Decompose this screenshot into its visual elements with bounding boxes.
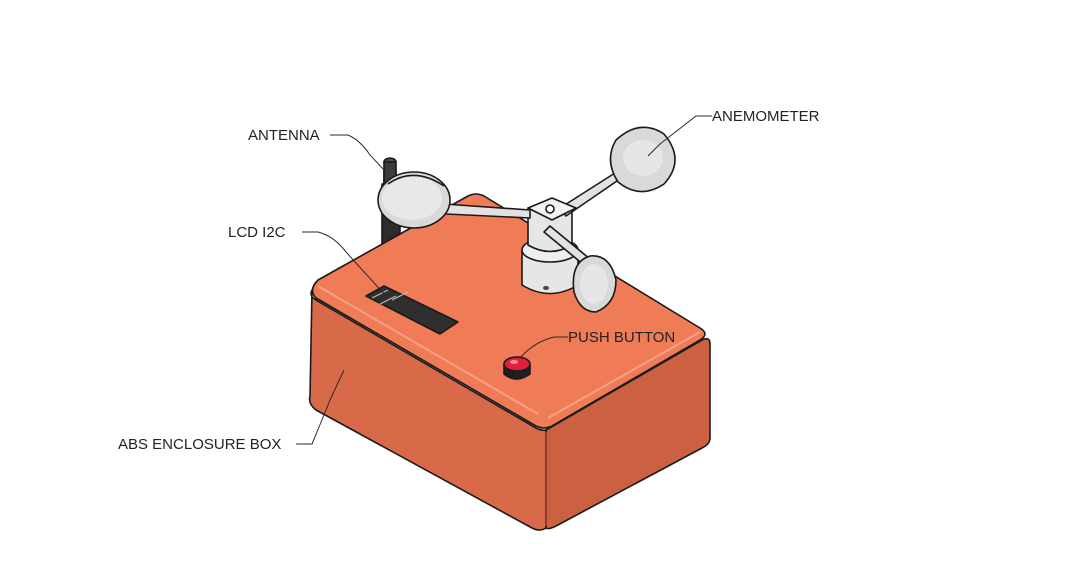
anemometer-label: ANEMOMETER — [712, 108, 820, 125]
abs-enclosure-box — [308, 193, 711, 531]
enclosure-label: ABS ENCLOSURE BOX — [118, 436, 281, 453]
cup-right — [609, 126, 676, 193]
cup-left — [377, 171, 451, 229]
lcd-label: LCD I2C — [228, 224, 286, 241]
push-button — [503, 356, 531, 380]
enclosure-leader — [296, 369, 345, 445]
box-top-face — [311, 193, 706, 429]
push-button-leader — [519, 336, 568, 359]
anemometer-leader — [647, 115, 712, 157]
antenna-label: ANTENNA — [248, 127, 320, 144]
cup-front — [572, 255, 617, 313]
box-side-face — [545, 337, 711, 530]
push-button-label: PUSH BUTTON — [568, 329, 675, 346]
lcd-leader — [302, 231, 387, 297]
antenna-leader — [330, 134, 387, 173]
lcd-i2c-screen — [365, 285, 459, 335]
anemometer — [377, 126, 676, 313]
